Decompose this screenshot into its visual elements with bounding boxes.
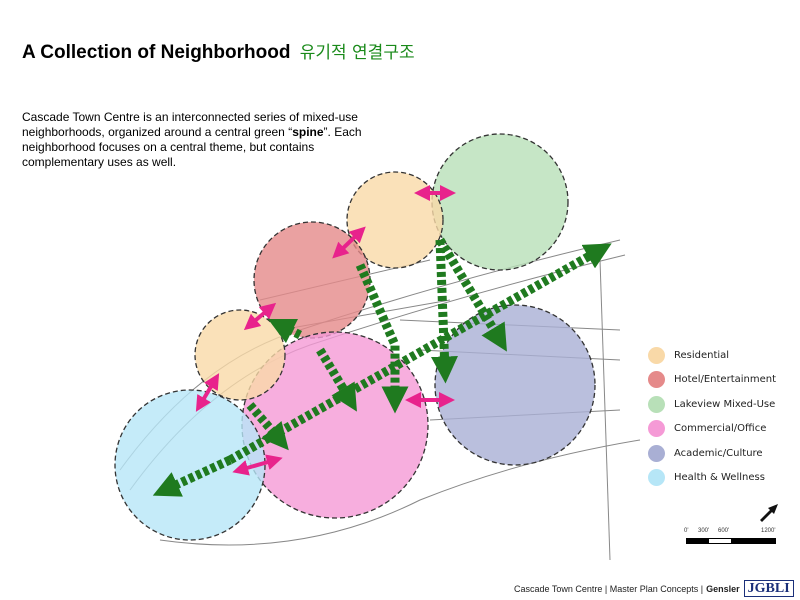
description-text: Cascade Town Centre is an interconnected…	[22, 110, 358, 139]
legend-item-commercial: Commercial/Office	[648, 417, 776, 442]
legend-label: Academic/Culture	[674, 447, 763, 459]
legend-item-lakeview: Lakeview Mixed-Use	[648, 392, 776, 417]
circle-residential-west	[194, 309, 286, 401]
legend-label: Hotel/Entertainment	[674, 374, 777, 386]
legend-item-hotel: Hotel/Entertainment	[648, 368, 776, 393]
description-text-end: ”. Each neighborhood focuses on a centra…	[22, 125, 362, 169]
neighborhood-circles	[114, 133, 596, 541]
scale-label: 300'	[698, 528, 710, 534]
description: Cascade Town Centre is an interconnected…	[22, 110, 372, 170]
legend-item-academic: Academic/Culture	[648, 441, 776, 466]
page-title: A Collection of Neighborhood 유기적 연결구조	[22, 38, 415, 64]
title-english: A Collection of Neighborhood	[22, 42, 291, 63]
scale-label: 0'	[684, 528, 689, 534]
legend: Residential Hotel/Entertainment Lakeview…	[648, 343, 776, 490]
circle-health	[114, 389, 266, 541]
legend-label: Lakeview Mixed-Use	[674, 398, 776, 410]
connector-arrows	[195, 185, 456, 476]
legend-label: Residential	[674, 349, 730, 361]
swatch	[648, 420, 665, 438]
legend-item-residential: Residential	[648, 343, 776, 368]
swatch	[648, 371, 665, 389]
scale-label: 600'	[718, 528, 730, 534]
scale-label: 1200'	[761, 528, 776, 534]
swatch	[648, 395, 665, 413]
swatch	[648, 444, 665, 462]
footer: Cascade Town Centre | Master Plan Concep…	[514, 580, 794, 597]
title-korean: 유기적 연결구조	[299, 43, 415, 63]
circle-academic	[434, 304, 596, 466]
swatch	[648, 469, 665, 487]
circle-lakeview	[431, 133, 569, 271]
legend-item-health: Health & Wellness	[648, 466, 776, 491]
legend-label: Health & Wellness	[674, 472, 765, 484]
jgbli-logo: JGBLI	[743, 580, 794, 597]
footer-text: Cascade Town Centre | Master Plan Concep…	[514, 583, 704, 594]
scale-bar: 0' 300' 600' 1200'	[684, 528, 784, 544]
description-bold: spine	[292, 125, 324, 139]
north-arrow-icon	[760, 504, 778, 522]
legend-label: Commercial/Office	[674, 423, 767, 435]
swatch	[648, 346, 665, 364]
spine-arrows	[152, 237, 612, 497]
footer-brand: Gensler	[706, 583, 740, 594]
